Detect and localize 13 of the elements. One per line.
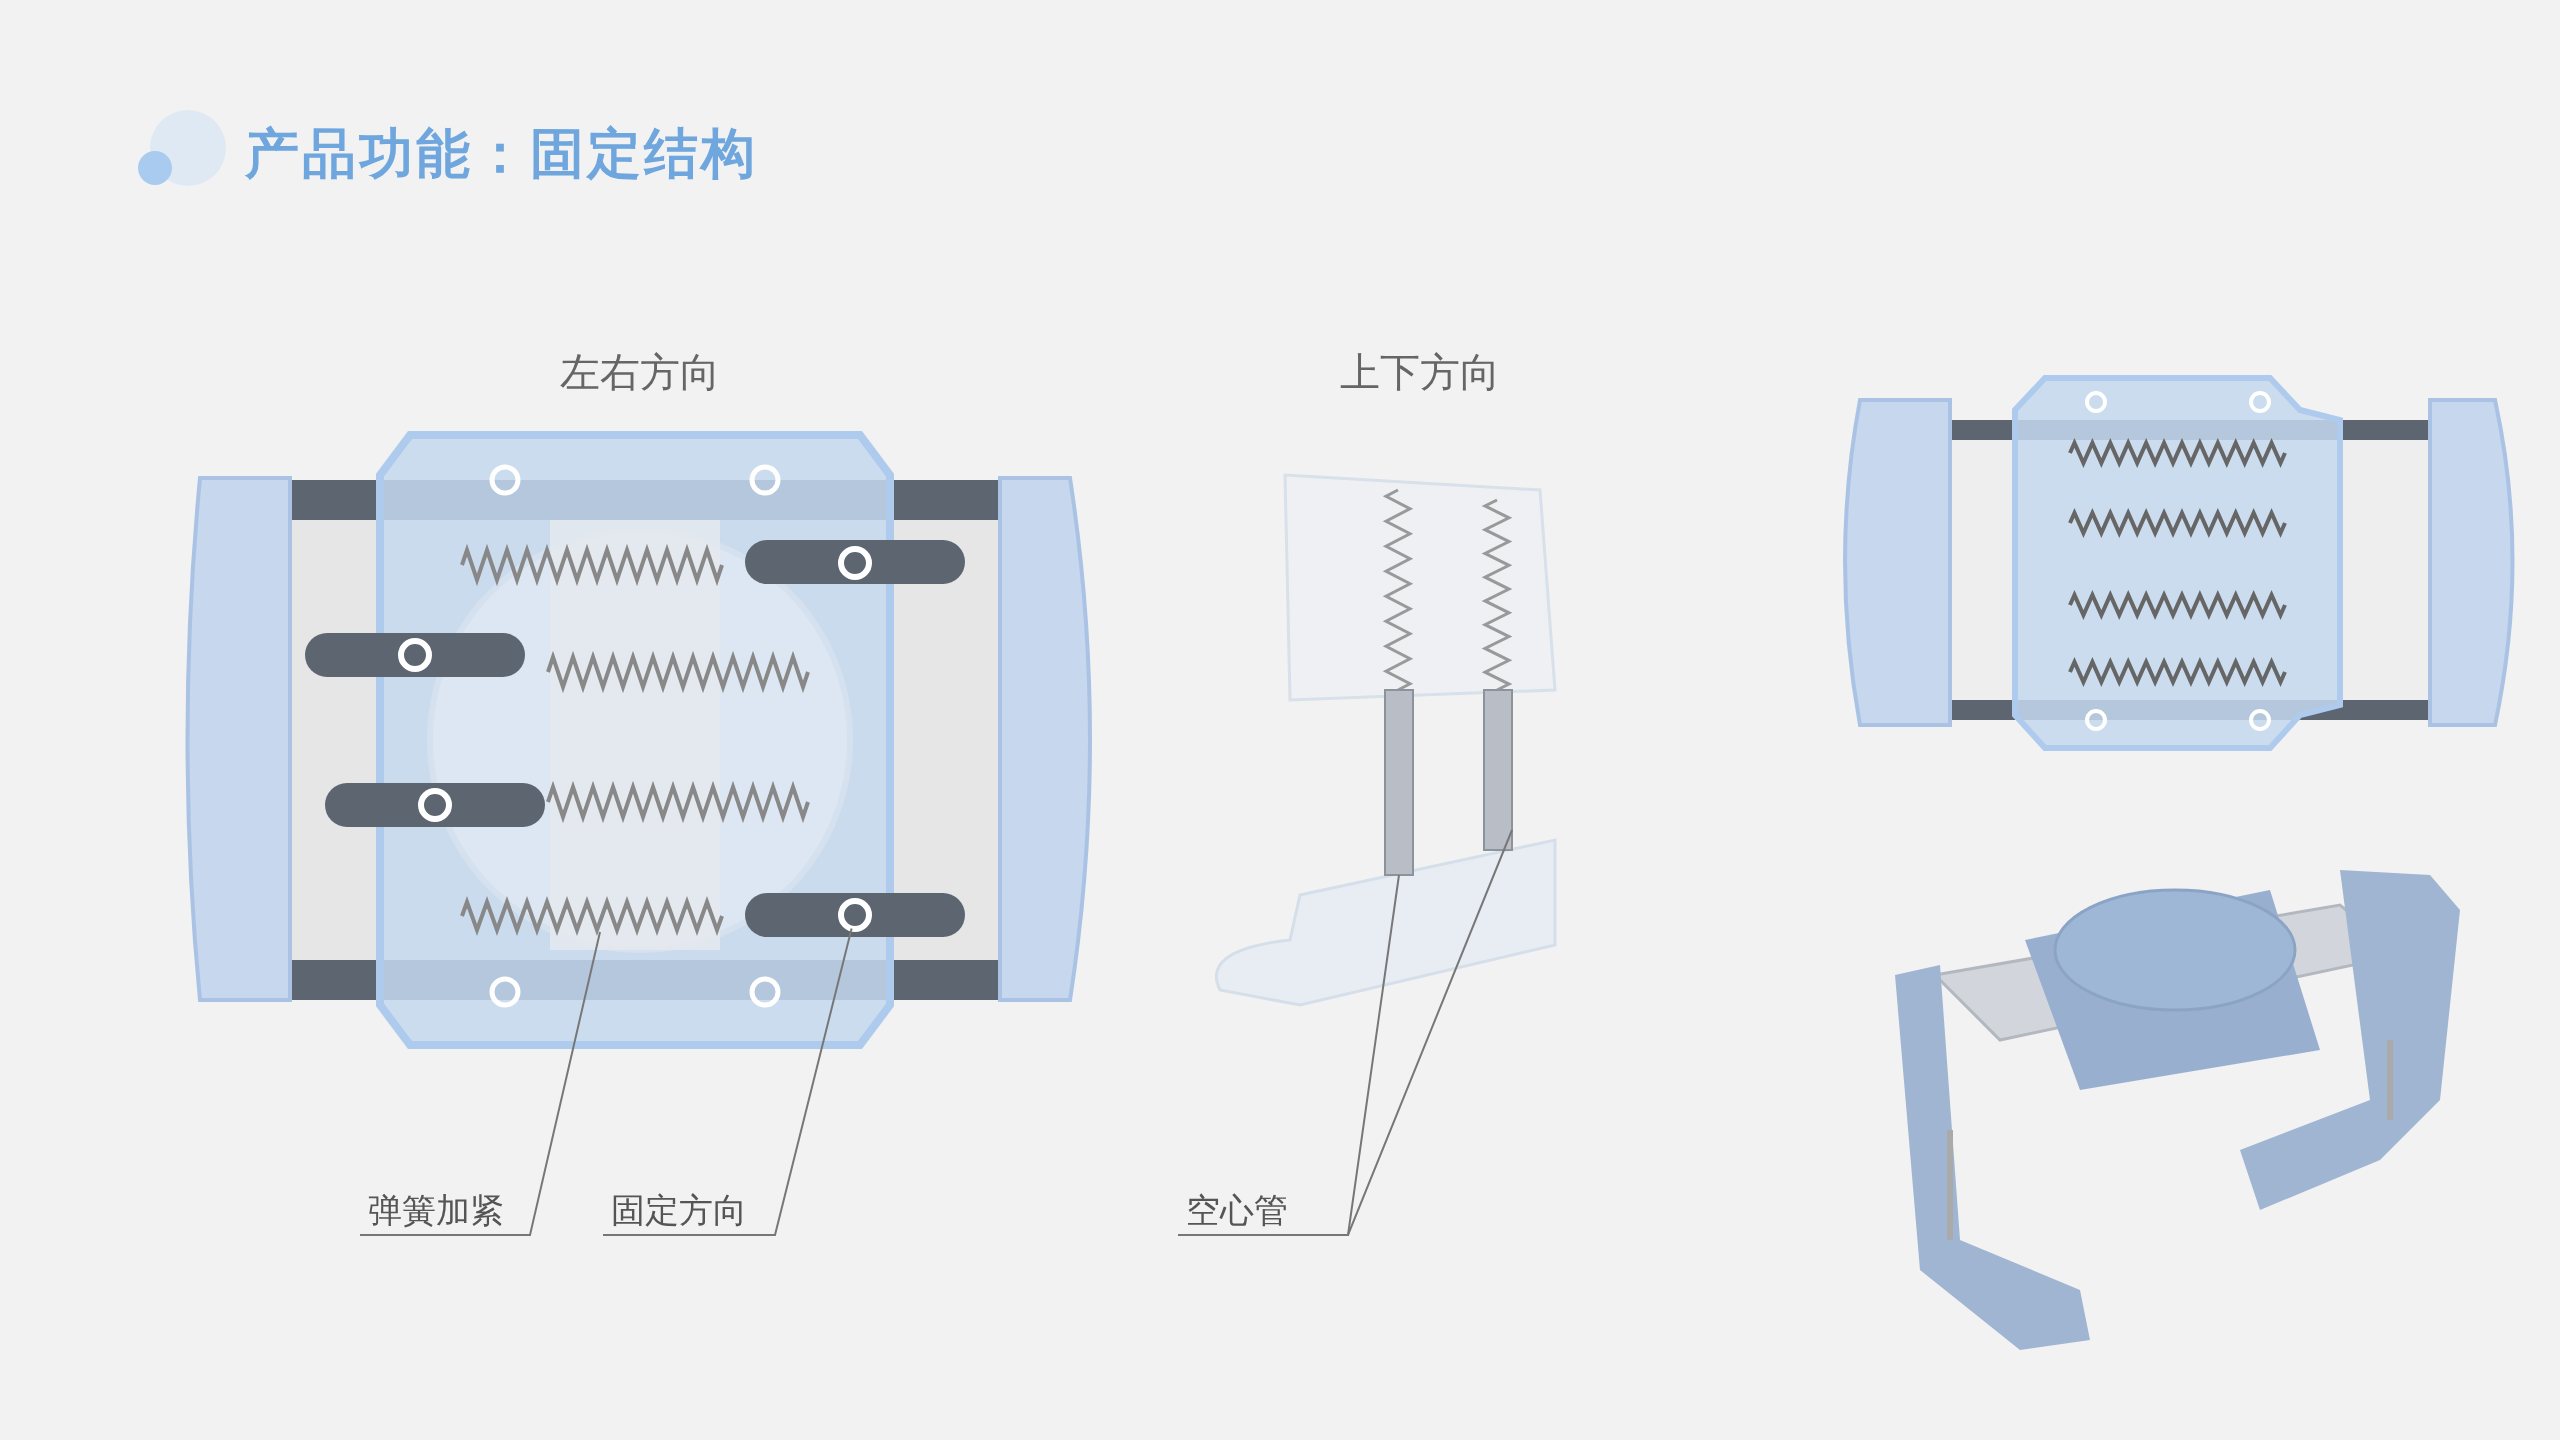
callout-label: 弹簧加紧	[360, 1185, 530, 1235]
page-title: 产品功能：固定结构	[245, 121, 758, 187]
callout-label: 空心管	[1178, 1185, 1348, 1235]
screw-hole	[838, 898, 872, 932]
spring	[460, 896, 724, 936]
leader-line	[1177, 829, 1513, 1236]
leader-line	[359, 931, 601, 1236]
hollow-tube	[1384, 689, 1414, 876]
callout-label: 固定方向	[603, 1185, 775, 1235]
leader-line	[602, 927, 853, 1236]
view-heading: 上下方向	[1340, 348, 1500, 397]
view-heading: 左右方向	[560, 348, 720, 397]
hollow-tube	[1483, 689, 1513, 851]
